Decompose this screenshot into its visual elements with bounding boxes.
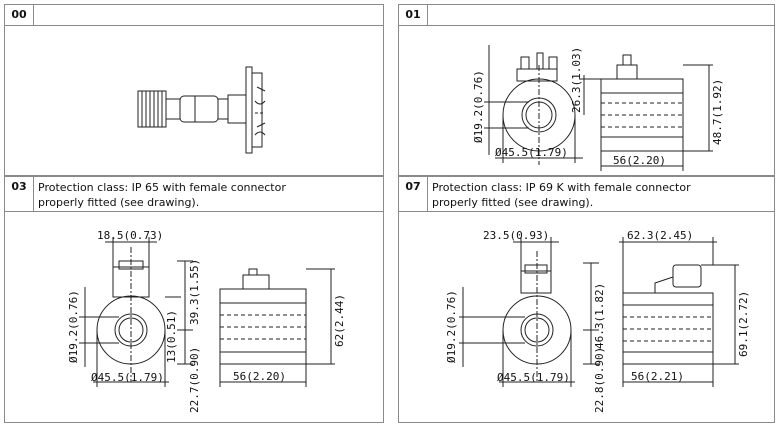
coil-ip69k-drawing: 23.5(0.93) 46.3(1.82) Ø19.2(0.76) 22.8(0… xyxy=(445,229,750,413)
panel-03: 03 Protection class: IP 65 with female c… xyxy=(4,176,384,423)
panel-code: 00 xyxy=(5,5,34,25)
panel-01: 01 xyxy=(398,4,775,176)
dim-width: 56(2.21) xyxy=(631,370,684,383)
panel-description: Protection class: IP 69 K with female co… xyxy=(432,180,691,210)
panel-code: 03 xyxy=(5,177,34,211)
panel-description: Protection class: IP 65 with female conn… xyxy=(38,180,286,210)
coil-ip65-drawing: 18.5(0.73) 39.3(1.55) Ø19.2(0.76) 13(0.5… xyxy=(67,229,346,413)
dim-height-total: 62(2.44) xyxy=(333,294,346,347)
coil-outer-circle xyxy=(502,295,572,365)
dim-connector-height: 46.3(1.82) xyxy=(593,283,606,349)
desc-line-1: Protection class: IP 65 with female conn… xyxy=(38,181,286,194)
panel-code: 07 xyxy=(399,177,428,211)
panel-header: 07 Protection class: IP 69 K with female… xyxy=(399,177,774,212)
dim-height-top: 26.3(1.03) xyxy=(570,47,583,113)
dim-dia-outer: Ø45.5(1.79) xyxy=(497,371,570,384)
desc-line-2: properly fitted (see drawing). xyxy=(38,196,200,209)
dim-below: 22.7(0.90) xyxy=(188,347,201,413)
panel-code: 01 xyxy=(399,5,428,25)
coil-outer-circle xyxy=(96,295,166,365)
dim-dia-outer: Ø45.5(1.79) xyxy=(495,146,568,159)
coil-side-body xyxy=(600,78,684,152)
dim-dia-outer: Ø45.5(1.79) xyxy=(91,371,164,384)
dim-below: 22.8(0.90) xyxy=(593,347,606,413)
panel-00: 00 xyxy=(4,4,384,176)
connector-body xyxy=(520,270,552,294)
panel-header: 00 xyxy=(5,5,383,26)
coil-drawing: Ø19.2(0.76) 26.3(1.03) Ø45.5(1.79) 56(2.… xyxy=(472,45,724,171)
panel-header: 01 xyxy=(399,5,774,26)
desc-line-1: Protection class: IP 69 K with female co… xyxy=(432,181,691,194)
valve-drawing xyxy=(137,66,266,154)
dim-connector-width: 23.5(0.93) xyxy=(483,229,549,242)
dim-height-total: 69.1(2.72) xyxy=(737,291,750,357)
dim-width: 56(2.20) xyxy=(613,154,666,167)
dim-dia-bore: Ø19.2(0.76) xyxy=(67,290,80,363)
dim-width: 56(2.20) xyxy=(233,370,286,383)
dim-dia-bore: Ø19.2(0.76) xyxy=(472,70,485,143)
dim-dia-bore: Ø19.2(0.76) xyxy=(445,290,458,363)
panel-07: 07 Protection class: IP 69 K with female… xyxy=(398,176,775,423)
dim-height-total: 48.7(1.92) xyxy=(711,79,724,145)
panel-header: 03 Protection class: IP 65 with female c… xyxy=(5,177,383,212)
dim-offset: 13(0.51) xyxy=(165,310,178,363)
dim-connector-height: 39.3(1.55) xyxy=(188,259,201,325)
desc-line-2: properly fitted (see drawing). xyxy=(432,196,594,209)
dim-top-width: 62.3(2.45) xyxy=(627,229,693,242)
dim-connector-width: 18.5(0.73) xyxy=(97,229,163,242)
